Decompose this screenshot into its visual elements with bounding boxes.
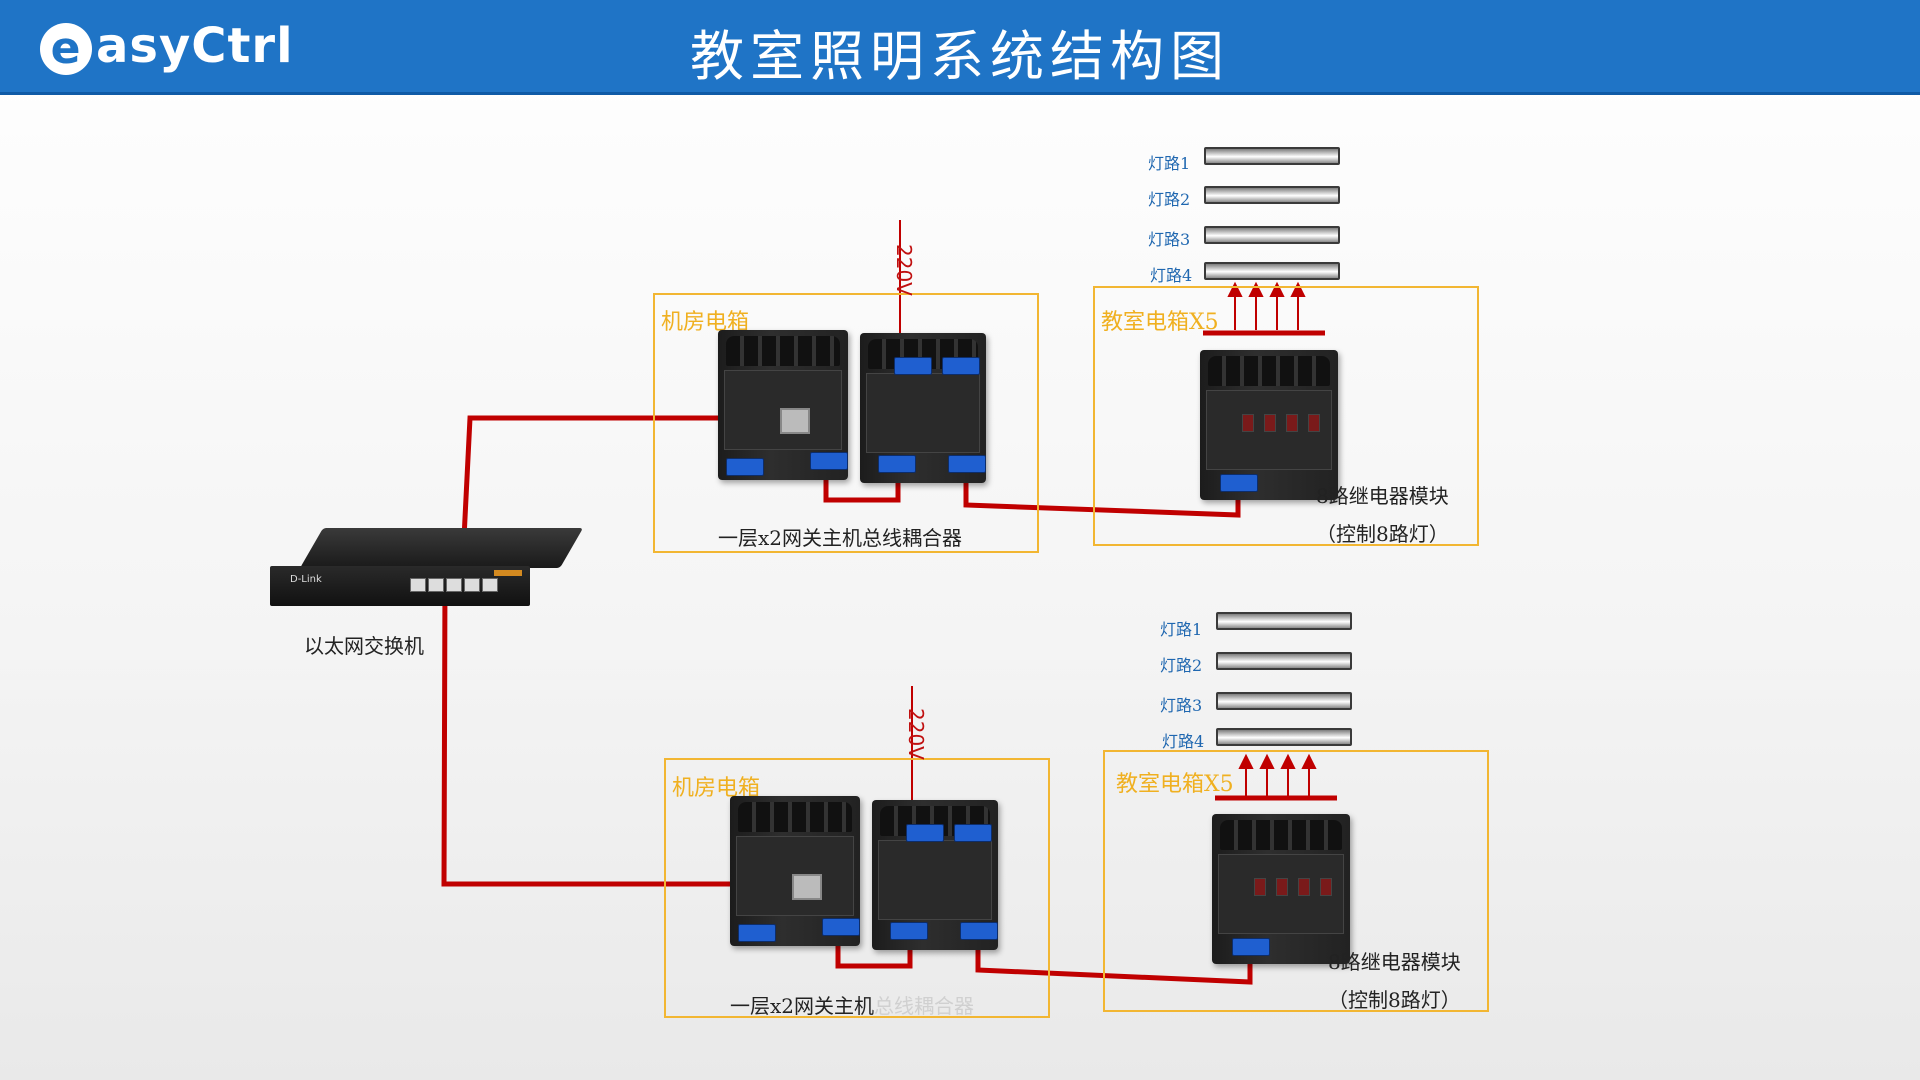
relay-channel [1320, 878, 1332, 896]
relay-channel [1298, 878, 1310, 896]
relay-module-1 [1200, 350, 1338, 500]
bus-terminal [878, 455, 916, 473]
gateway-caption-text-2: 一层x2网关主机 [730, 994, 875, 1018]
classroom-label-text-1: 教室电箱 [1101, 310, 1190, 335]
lamp-label: 灯路4 [1162, 732, 1205, 751]
switch-port [428, 578, 444, 592]
lamp-tube [1216, 692, 1352, 710]
ethernet-port [780, 408, 810, 434]
relay-channel [1264, 414, 1276, 432]
power-terminal [906, 824, 944, 842]
switch-port [410, 578, 426, 592]
classroom-box-2 [1103, 750, 1489, 1012]
relay-caption-2a: 8路继电器模块 [1328, 950, 1461, 974]
lamp-label: 灯路4 [1150, 266, 1193, 285]
gateway-caption-2: 一层x2网关主机总线耦合器 [730, 990, 974, 1019]
page-title: 教室照明系统结构图 [690, 25, 1230, 88]
lamp-label: 灯路1 [1148, 154, 1191, 173]
lamp-label: 灯路2 [1148, 190, 1191, 209]
lamp-label: 灯路1 [1160, 620, 1203, 639]
relay-caption-2b: （控制8路灯） [1328, 988, 1461, 1012]
classroom-label-2: 教室电箱X5 [1116, 766, 1234, 798]
wire-gateway-coupler-1 [823, 470, 901, 503]
power-terminal [726, 458, 764, 476]
logo-text: asyCtrl [96, 18, 294, 74]
lamp-tube [1204, 226, 1340, 244]
relay-channel [1242, 414, 1254, 432]
power-terminal [738, 924, 776, 942]
classroom-box-1 [1093, 286, 1479, 546]
voltage-label-2: 220V [904, 708, 928, 760]
classroom-label-text-2: 教室电箱 [1116, 772, 1205, 797]
logo-initial: e [40, 23, 92, 75]
lamp-tube [1216, 612, 1352, 630]
gateway-module-1 [718, 330, 848, 480]
power-terminal [954, 824, 992, 842]
machine-room-box-1 [653, 293, 1039, 553]
relay-caption-1b: （控制8路灯） [1316, 522, 1449, 546]
classroom-label-suffix-2: X5 [1204, 772, 1234, 797]
classroom-label-suffix-1: X5 [1189, 310, 1219, 335]
coupler-module-2 [872, 800, 998, 950]
machine-room-box-2 [664, 758, 1050, 1018]
wire-switch-to-gateway-2 [441, 577, 800, 887]
bus-terminal [890, 922, 928, 940]
lamp-tube [1204, 186, 1340, 204]
relay-channel [1254, 878, 1266, 896]
power-terminal [942, 357, 980, 375]
relay-channel [1276, 878, 1288, 896]
bus-terminal [822, 918, 860, 936]
lamp-label: 灯路2 [1160, 656, 1203, 675]
bus-terminal [948, 455, 986, 473]
classroom-label-1: 教室电箱X5 [1101, 304, 1219, 336]
relay-channel [1286, 414, 1298, 432]
bus-terminal [810, 452, 848, 470]
voltage-label-1: 220V [892, 244, 916, 296]
relay-caption-1a: 8路继电器模块 [1316, 484, 1449, 508]
switch-brand: D-Link [290, 574, 322, 585]
gateway-caption-faded-2: 总线耦合器 [874, 994, 975, 1018]
switch-caption: 以太网交换机 [304, 634, 424, 658]
switch-top [300, 528, 584, 568]
bus-terminal [1232, 938, 1270, 956]
relay-module-2 [1212, 814, 1350, 964]
gateway-caption-text-1: 一层x2网关主机总线耦合器 [718, 526, 963, 550]
switch-port [446, 578, 462, 592]
coupler-module-1 [860, 333, 986, 483]
switch-port [482, 578, 498, 592]
lamp-tube [1204, 147, 1340, 165]
gateway-caption-1: 一层x2网关主机总线耦合器 [718, 522, 962, 551]
gateway-module-2 [730, 796, 860, 946]
ethernet-port [792, 874, 822, 900]
lamp-tube [1216, 652, 1352, 670]
ethernet-switch: D-Link [270, 528, 584, 608]
switch-accent [494, 570, 522, 576]
lamp-label: 灯路3 [1148, 230, 1191, 249]
lamp-tube [1204, 262, 1340, 280]
bus-terminal [1220, 474, 1258, 492]
switch-port [464, 578, 480, 592]
lamp-tube [1216, 728, 1352, 746]
bus-terminal [960, 922, 998, 940]
lamp-label: 灯路3 [1160, 696, 1203, 715]
relay-channel [1308, 414, 1320, 432]
power-terminal [894, 357, 932, 375]
